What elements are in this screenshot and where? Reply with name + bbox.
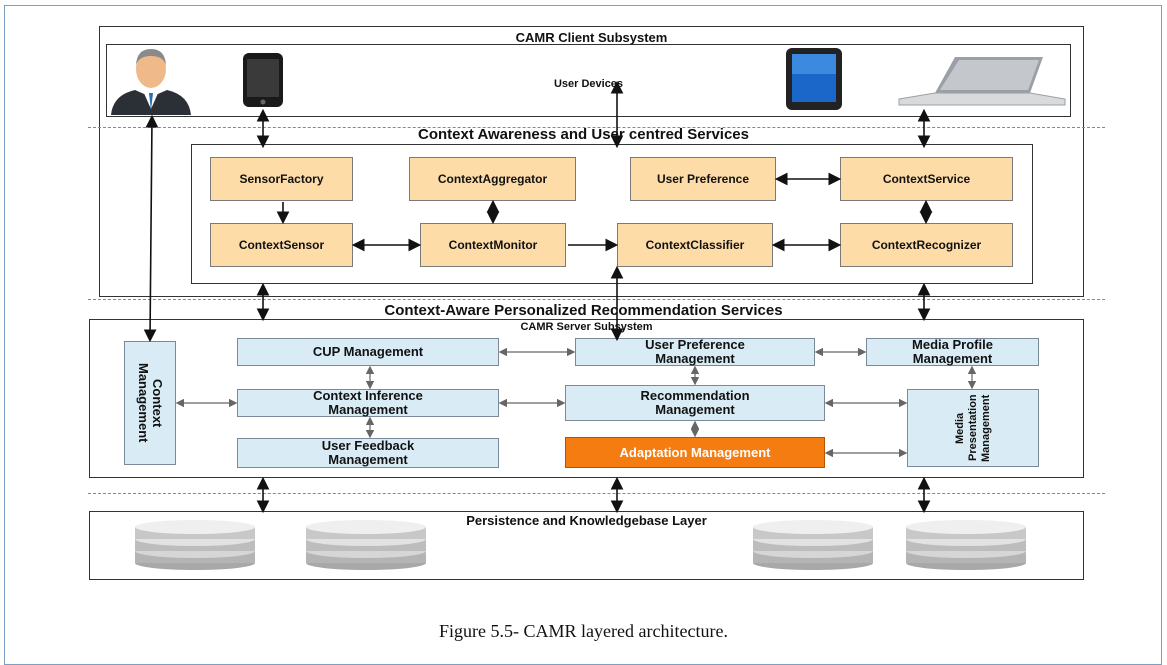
separator-line bbox=[88, 127, 1105, 128]
database-icon bbox=[306, 520, 426, 570]
context-services-title: Context Awareness and User centred Servi… bbox=[418, 126, 749, 143]
database-icon bbox=[135, 520, 255, 570]
sensor-factory-box: SensorFactory bbox=[210, 157, 353, 201]
laptop-icon bbox=[898, 57, 1066, 106]
user-preference-box: User Preference bbox=[630, 157, 776, 201]
context-inference-management-box: Context Inference Management bbox=[237, 389, 499, 417]
figure-caption: Figure 5.5- CAMR layered architecture. bbox=[439, 621, 728, 641]
user-devices-label: User Devices bbox=[553, 78, 624, 90]
context-recognizer-box: ContextRecognizer bbox=[840, 223, 1013, 267]
separator-line bbox=[88, 299, 1105, 300]
media-presentation-management-box: Media Presentation Management bbox=[907, 389, 1039, 467]
recommendation-services-title: Context-Aware Personalized Recommendatio… bbox=[384, 302, 783, 319]
cup-management-box: CUP Management bbox=[237, 338, 499, 366]
database-icon bbox=[753, 520, 873, 570]
client-subsystem-title: CAMR Client Subsystem bbox=[515, 30, 668, 45]
user-preference-management-box: User Preference Management bbox=[575, 338, 815, 366]
media-profile-management-box: Media Profile Management bbox=[866, 338, 1039, 366]
smartphone-icon bbox=[243, 53, 283, 107]
context-management-box: Context Management bbox=[124, 341, 176, 465]
user-feedback-management-box: User Feedback Management bbox=[237, 438, 499, 468]
context-sensor-box: ContextSensor bbox=[210, 223, 353, 267]
separator-line bbox=[88, 493, 1105, 494]
context-classifier-box: ContextClassifier bbox=[617, 223, 773, 267]
recommendation-management-box: Recommendation Management bbox=[565, 385, 825, 421]
context-management-label: Context Management bbox=[136, 363, 165, 443]
adaptation-management-box: Adaptation Management bbox=[565, 437, 825, 468]
context-monitor-box: ContextMonitor bbox=[420, 223, 566, 267]
tablet-icon bbox=[786, 48, 842, 110]
persistence-layer-title: Persistence and Knowledgebase Layer bbox=[466, 513, 707, 528]
user-avatar-icon bbox=[111, 49, 191, 115]
database-icon bbox=[906, 520, 1026, 570]
context-aggregator-box: ContextAggregator bbox=[409, 157, 576, 201]
context-service-box: ContextService bbox=[840, 157, 1013, 201]
